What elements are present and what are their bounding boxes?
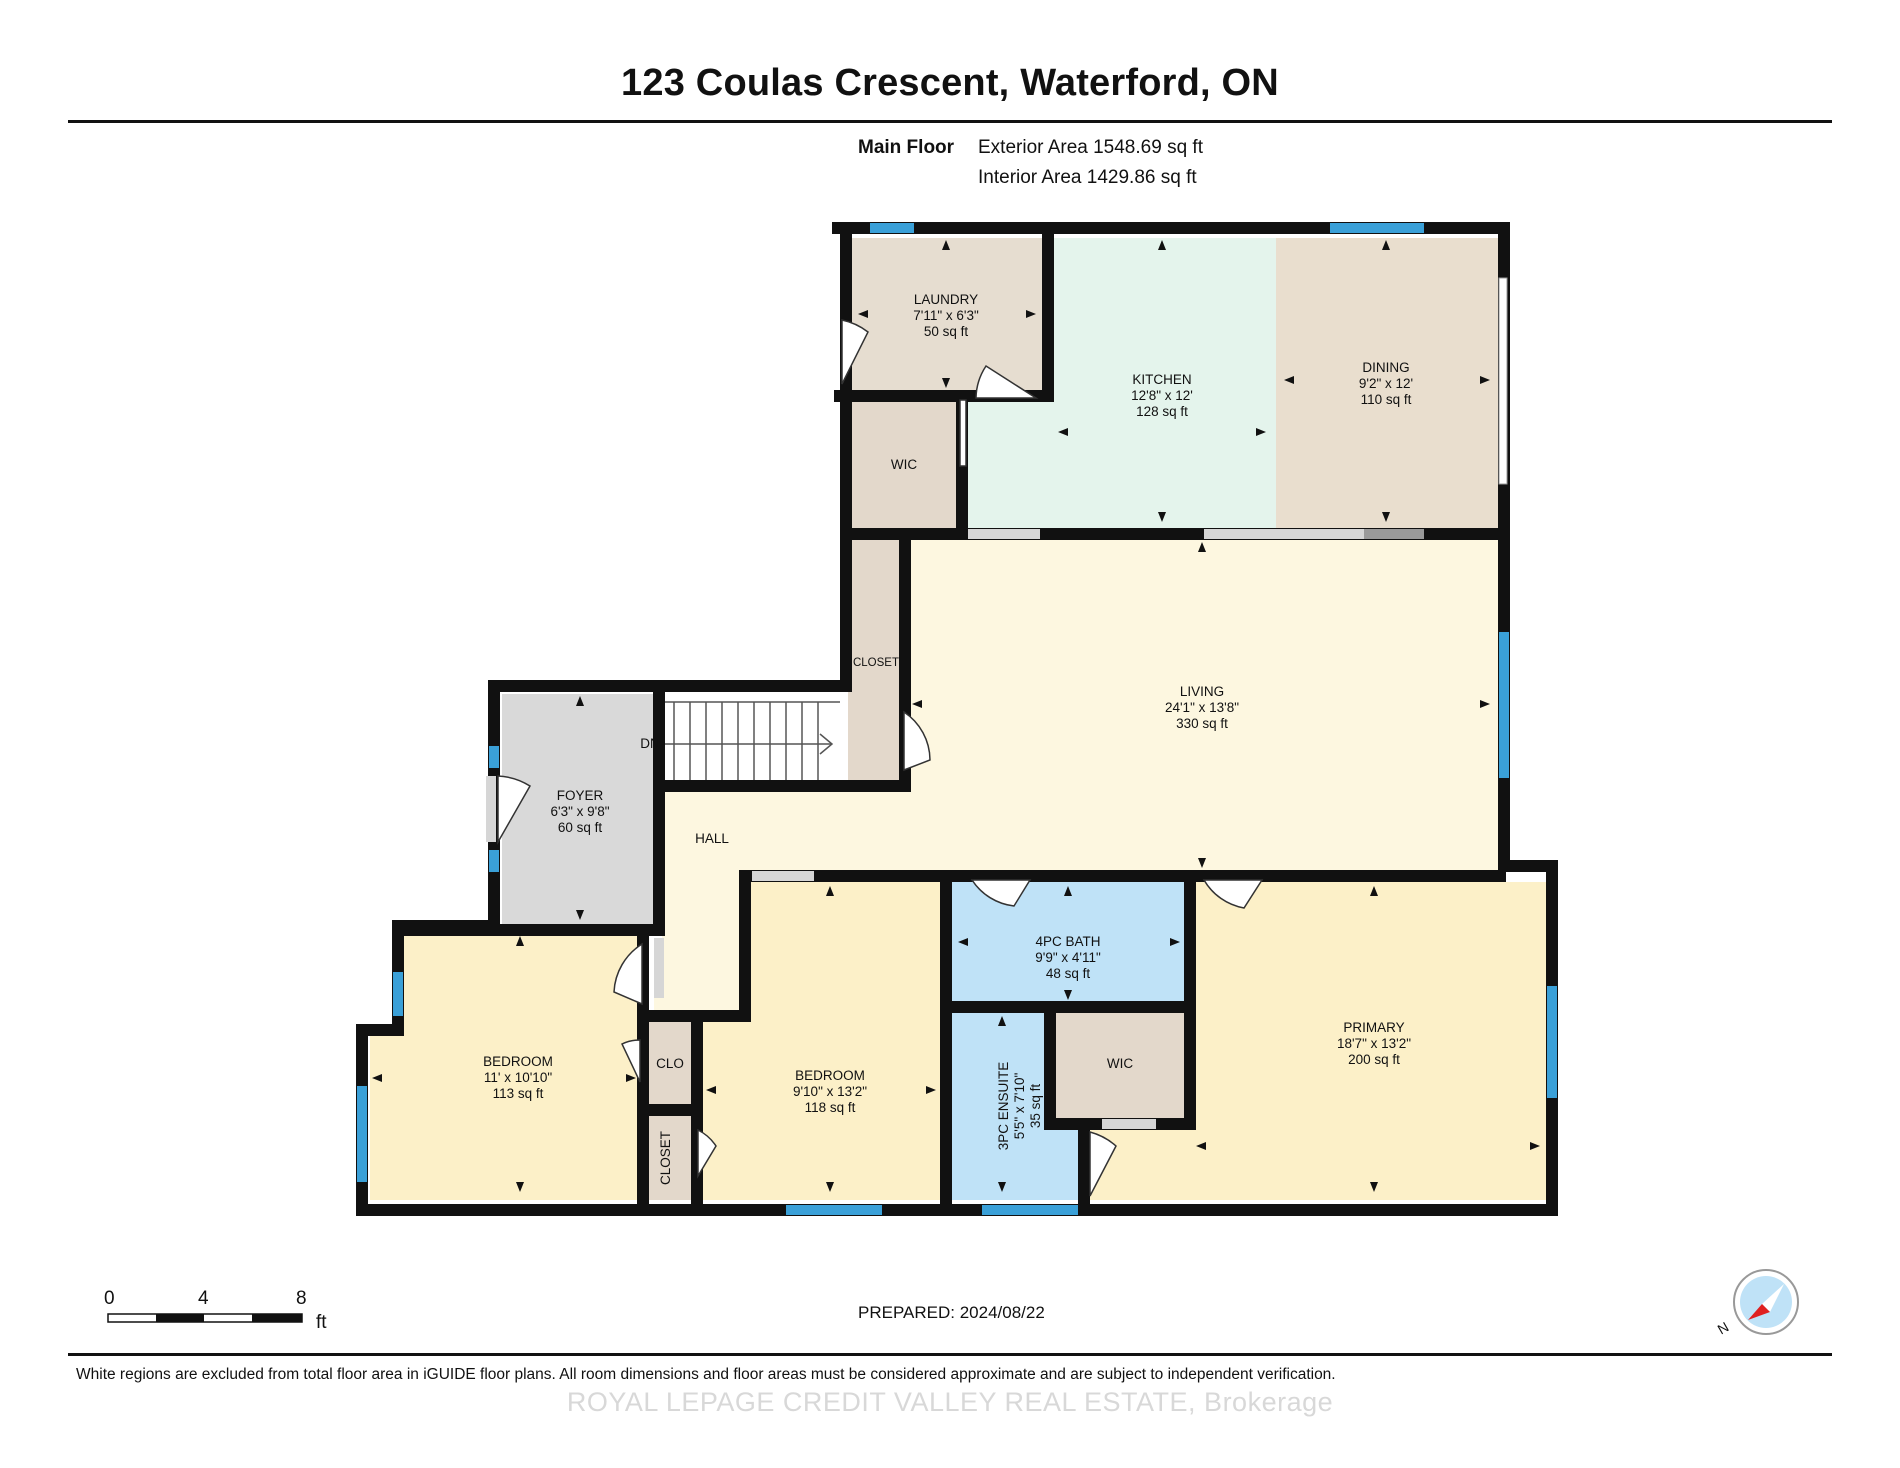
dining-name: DINING <box>1362 360 1409 375</box>
dining-dims: 9'2" x 12' <box>1359 376 1413 391</box>
kitchen-fill-lower <box>966 400 1052 530</box>
closet-small-name: CLOSET <box>658 1131 673 1185</box>
wic-upper-name: WIC <box>891 457 917 472</box>
dining-area: 110 sq ft <box>1361 392 1412 407</box>
wic-primary-fill <box>1054 1012 1186 1120</box>
bedroom-mid-name: BEDROOM <box>795 1068 865 1083</box>
bedroom-mid-area: 118 sq ft <box>805 1100 856 1115</box>
walls <box>356 222 1558 1216</box>
bedroom-mid-dims: 9'10" x 13'2" <box>793 1084 867 1099</box>
disclaimer-text: White regions are excluded from total fl… <box>76 1366 1336 1383</box>
scale-tick-8: 8 <box>296 1288 307 1309</box>
primary-area: 200 sq ft <box>1348 1052 1400 1067</box>
bath4-name: 4PC BATH <box>1035 934 1100 949</box>
clo-name: CLO <box>656 1056 684 1071</box>
primary-dims: 18'7" x 13'2" <box>1337 1036 1411 1051</box>
living-name: LIVING <box>1180 684 1224 699</box>
hall-name: HALL <box>695 831 729 846</box>
living-dims: 24'1" x 13'8" <box>1165 700 1239 715</box>
foyer-dims: 6'3" x 9'8" <box>550 804 609 819</box>
scale-unit: ft <box>316 1312 327 1333</box>
bedroom-left-fill <box>370 934 640 1200</box>
ensuite-name: 3PC ENSUITE <box>996 1062 1011 1151</box>
laundry-name: LAUNDRY <box>914 292 978 307</box>
closet-living-fill <box>848 540 902 780</box>
kitchen-area: 128 sq ft <box>1136 404 1188 419</box>
compass-icon <box>1733 1269 1799 1335</box>
bath4-area: 48 sq ft <box>1046 966 1091 981</box>
primary-name: PRIMARY <box>1343 1020 1404 1035</box>
foyer-fill <box>502 694 656 928</box>
bottom-divider <box>68 1353 1832 1356</box>
living-hall-fill <box>654 540 1498 1014</box>
top-divider <box>68 120 1832 123</box>
closet-living-name: CLOSET <box>853 657 899 669</box>
laundry-fill <box>848 238 1044 392</box>
scale-tick-4: 4 <box>198 1288 209 1309</box>
floor-name: Main Floor <box>858 137 955 158</box>
foyer-area: 60 sq ft <box>558 820 603 835</box>
clo-fill <box>646 1020 694 1106</box>
wic-primary-name: WIC <box>1107 1056 1133 1071</box>
bath4-dims: 9'9" x 4'11" <box>1035 950 1101 965</box>
dining-fill <box>1276 238 1498 530</box>
bedroom-left-name: BEDROOM <box>483 1054 553 1069</box>
stairs-label: DN <box>640 736 660 751</box>
laundry-area: 50 sq ft <box>924 324 969 339</box>
brokerage-watermark: ROYAL LEPAGE CREDIT VALLEY REAL ESTATE, … <box>566 1387 1334 1417</box>
kitchen-dims: 12'8" x 12' <box>1131 388 1193 403</box>
scale-tick-0: 0 <box>104 1288 115 1309</box>
dimension-arrows <box>372 240 1540 1192</box>
stairs <box>658 701 840 780</box>
closet-small-fill <box>646 1114 694 1200</box>
openings <box>486 277 1508 1129</box>
living-area: 330 sq ft <box>1176 716 1228 731</box>
interior-area: Interior Area 1429.86 sq ft <box>978 167 1197 188</box>
windows <box>357 223 1557 1215</box>
ensuite-area: 35 sq ft <box>1028 1084 1043 1129</box>
laundry-dims: 7'11" x 6'3" <box>913 308 979 323</box>
primary-fill <box>1090 882 1546 1200</box>
exterior-area: Exterior Area 1548.69 sq ft <box>978 137 1203 158</box>
stairs-fill <box>656 694 846 790</box>
bedroom-mid-fill <box>702 882 942 1200</box>
bedroom-left-area: 113 sq ft <box>493 1086 544 1101</box>
scale-bar <box>107 1313 303 1323</box>
prepared-date: PREPARED: 2024/08/22 <box>858 1303 1045 1322</box>
bath4-fill <box>952 882 1186 1002</box>
kitchen-fill <box>966 238 1276 530</box>
foyer-name: FOYER <box>557 788 604 803</box>
ensuite-dims: 5'5" x 7'10" <box>1012 1073 1027 1140</box>
bedroom-left-dims: 11' x 10'10" <box>484 1070 552 1085</box>
wic-upper-fill <box>848 400 958 530</box>
plan-title: 123 Coulas Crescent, Waterford, ON <box>621 62 1279 104</box>
kitchen-name: KITCHEN <box>1132 372 1191 387</box>
doors <box>497 319 1264 1197</box>
